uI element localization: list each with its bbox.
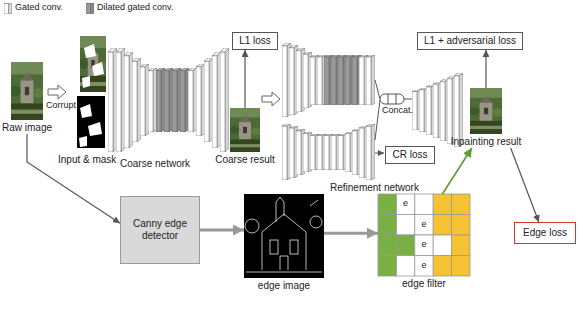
operation-label: Concat. [382,106,413,116]
image-thumbnail: Inpainting result [451,88,522,148]
flow-arrow [262,92,280,106]
edge-filter-grid [378,194,470,276]
corrupt-arrow [48,85,66,99]
image-thumbnail: edge image [244,194,324,292]
coarse-photo [229,108,261,152]
connector [27,134,120,223]
cell-label: e [421,240,426,250]
refinement-upper [282,43,375,117]
decoder [412,73,463,147]
box-label: L1 loss [239,35,271,47]
network-label: Coarse network [120,158,190,169]
image-thumbnail: Raw image [2,62,52,134]
connector [324,232,378,235]
connector [244,50,245,108]
refinement-lower [282,124,375,180]
cell-label: e [421,220,426,230]
inpainted-photo [469,88,503,134]
loss-box: CR loss [385,146,434,164]
box-label: Canny edge detector [133,218,187,242]
connector [200,229,244,232]
connector [442,148,471,194]
legend-entry: Dilated gated conv. [97,3,173,13]
legend-icons [4,3,94,14]
process-box: Canny edge detector [120,196,200,264]
box-label: L1 + adversarial loss [424,35,516,47]
image-caption: edge image [244,280,324,292]
concat-symbol [380,94,404,104]
image-caption: Coarse result [215,154,274,166]
loss-box: L1 loss [232,32,278,50]
image-caption: Input & mask [58,154,116,165]
legend-label: Gated conv. [15,3,63,13]
cell-label: e [403,199,408,209]
box-label: CR loss [392,149,427,161]
loss-box: L1 + adversarial loss [417,32,523,50]
cell-label: e [421,261,426,271]
connector [511,148,539,222]
box-label: Edge loss [523,227,567,239]
network-label: Refinement network [330,182,419,193]
step-label: Corrupt [46,101,76,111]
image-thumbnail: Coarse result [215,108,274,166]
legend-entry: Gated conv. [15,3,63,13]
loss-box: Edge loss [514,222,576,244]
connector [485,50,486,88]
image-caption: Inpainting result [451,136,522,148]
image-area [11,62,43,120]
raw-photo [10,62,44,120]
mask-image [77,96,105,148]
coarse-network [108,48,229,152]
input-image [79,36,107,92]
legend-label: Dilated gated conv. [97,3,173,13]
image-area [230,108,260,152]
image-caption: Raw image [2,122,52,134]
image-area [470,88,502,134]
edge-image-picture [244,194,324,278]
branch-wires [375,80,412,153]
image-caption: edge filter [378,278,470,290]
image-area [244,194,324,278]
